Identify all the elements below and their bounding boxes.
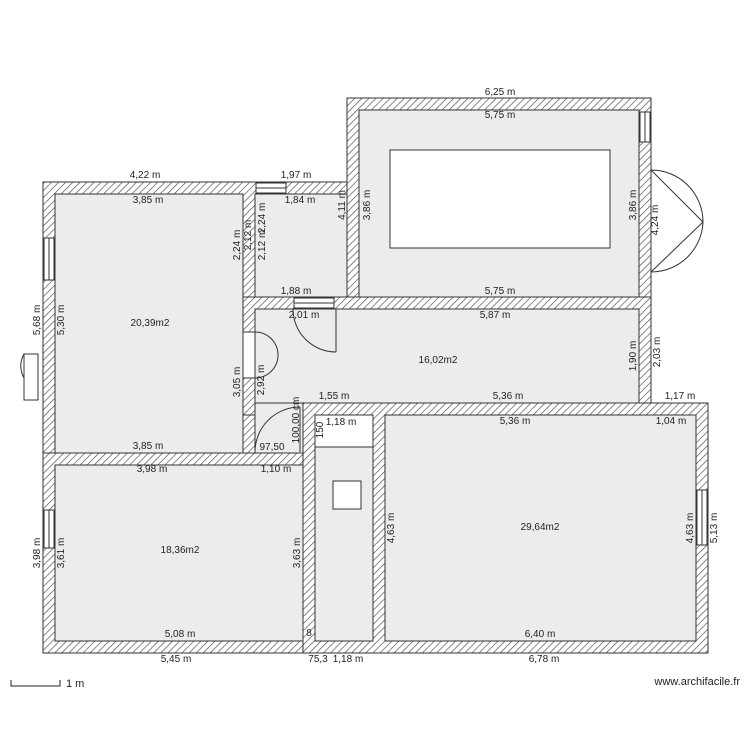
dim-r3-right-inner: 4,63 m xyxy=(685,513,696,544)
dim-room1-left-inner: 5,30 m xyxy=(56,305,67,336)
site-credit: www.archifacile.fr xyxy=(654,676,740,688)
door-tiny xyxy=(254,406,301,453)
dim-stair-top: 1,18 m xyxy=(326,417,357,428)
dim-corr-left-top: 2,01 m xyxy=(289,310,320,321)
stair-floor xyxy=(314,414,374,642)
dim-bottom-mid1: 75,3 xyxy=(308,654,328,665)
door-big-room-exterior xyxy=(650,168,704,273)
room1-floor xyxy=(54,193,244,454)
stair-box xyxy=(314,414,374,448)
dim-wc-h2: 2,24 m xyxy=(257,203,268,234)
dim-big-room-bottom: 5,75 m xyxy=(485,286,516,297)
dim-r2-right: 3,63 m xyxy=(292,538,303,569)
door-wc xyxy=(292,308,337,353)
dim-wc-h4: 2,12 m xyxy=(257,230,268,261)
dim-corr-bottom-left: 1,55 m xyxy=(319,391,350,402)
area-room2: 18,36m2 xyxy=(161,545,200,556)
dim-big-room-height-right: 3,86 m xyxy=(628,190,639,221)
door-left-exterior xyxy=(20,353,39,401)
dim-right-ext-outer: 1,17 m xyxy=(665,391,696,402)
dim-bottom-mid2: 1,18 m xyxy=(333,654,364,665)
dim-r2-left-outer: 3,98 m xyxy=(32,538,43,569)
dim-top-total: 6,25 m xyxy=(485,87,516,98)
dim-big-room-height-left: 3,86 m xyxy=(362,190,373,221)
dim-big-room-right-outer: 4,24 m xyxy=(650,205,661,236)
dim-r3-top-outer: 5,36 m xyxy=(493,391,524,402)
dim-r3-right-outer: 5,13 m xyxy=(709,513,720,544)
dim-tiny-h: 100,00 cm xyxy=(291,397,302,444)
dim-r3-top-inner: 5,36 m xyxy=(500,416,531,427)
pool-rectangle xyxy=(389,149,611,249)
dim-r2-left-inner: 3,61 m xyxy=(56,538,67,569)
dim-wc-h1: 2,24 m xyxy=(232,230,243,261)
dim-right-ext-inner: 1,04 m xyxy=(656,416,687,427)
dim-wc-top-outer: 1,97 m xyxy=(281,170,312,181)
dim-r3-bottom-inner: 6,40 m xyxy=(525,629,556,640)
area-room1: 20,39m2 xyxy=(131,318,170,329)
dim-wc-top-inner: 1,84 m xyxy=(285,195,316,206)
dim-tiny-w: 97,50 xyxy=(259,442,284,453)
dim-r1-bottom-outer: 3,98 m xyxy=(137,464,168,475)
dim-r3-left: 4,63 m xyxy=(386,513,397,544)
area-corridor: 16,02m2 xyxy=(419,355,458,366)
scale-bar xyxy=(10,680,61,687)
dim-stair-small: 150 xyxy=(315,421,326,438)
dim-room1-left-outer: 5,68 m xyxy=(32,305,43,336)
dim-corr-top: 5,87 m xyxy=(480,310,511,321)
door-corridor xyxy=(242,331,279,379)
corridor-floor xyxy=(254,308,640,404)
dim-left-top-inner: 3,85 m xyxy=(133,195,164,206)
dim-corr-small-h: 2,92 m xyxy=(256,365,267,396)
stair-marker: 8 xyxy=(306,628,312,639)
dim-wc-h3: 2,12 m xyxy=(243,220,254,251)
area-room3: 29,64m2 xyxy=(521,522,560,533)
room2-floor xyxy=(54,464,304,642)
dim-left-top-outer: 4,22 m xyxy=(130,170,161,181)
dim-partition: 4,11 m xyxy=(337,190,348,220)
scale-label: 1 m xyxy=(66,678,85,690)
dim-room1-right: 3,05 m xyxy=(232,367,243,398)
room3-floor xyxy=(384,414,697,642)
wc-floor xyxy=(254,193,348,298)
dim-wc-bottom: 1,88 m xyxy=(281,286,312,297)
dim-room1-bottom: 3,85 m xyxy=(133,441,164,452)
dim-corr-h-inner: 1,90 m xyxy=(628,341,639,372)
stair-core xyxy=(332,480,362,510)
dim-corr-h-outer: 2,03 m xyxy=(652,337,663,368)
dim-r2-top: 1,10 m xyxy=(261,464,292,475)
dim-r3-bottom-outer: 6,78 m xyxy=(529,654,560,665)
dim-r2-bottom-inner: 5,08 m xyxy=(165,629,196,640)
dim-r2-bottom-outer: 5,45 m xyxy=(161,654,192,665)
dim-big-room-top: 5,75 m xyxy=(485,110,516,121)
